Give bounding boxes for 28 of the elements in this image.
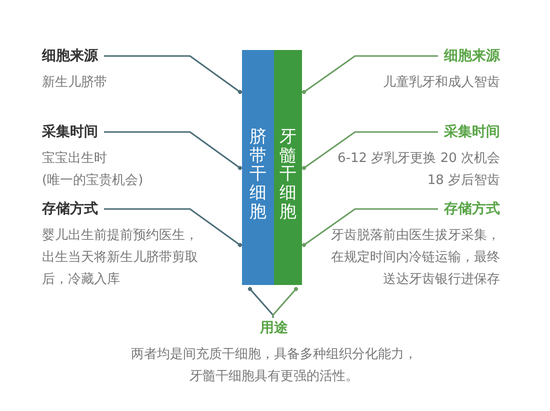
description: 6-12 岁乳牙更换 20 次机会 [336,150,500,168]
description: (唯一的宝贵机会) [42,172,144,190]
heading: 存储方式 [444,200,500,219]
description: 新生儿脐带 [42,74,108,92]
heading: 采集时间 [444,123,500,142]
description: 儿童乳牙和成人智齿 [382,74,500,92]
bar-label: 牙髓干细胞 [280,128,296,222]
heading: 用途 [260,319,288,338]
description: 两者均是间充质干细胞，具备多种组织分化能力，牙髓干细胞具有更强的活性。 [130,346,418,386]
heading: 细胞来源 [444,47,500,66]
heading: 细胞来源 [42,47,98,66]
stem-cell-bar [274,50,302,285]
leader-line [302,208,438,247]
leader-line [104,208,242,247]
leader-line [302,55,438,94]
description: 18 岁后智齿 [426,172,500,190]
description: 牙齿脱落前由医生拔牙采集，在规定时间内冷链运输，最终送达牙齿银行进保存 [330,227,500,289]
heading: 采集时间 [42,123,98,142]
leader-line [302,131,438,170]
heading: 存储方式 [42,200,98,219]
description: 婴儿出生前提前预约医生，出生当天将新生儿脐带剪取后，冷藏入库 [42,227,199,289]
leader-line [104,55,242,94]
leader-line [272,287,298,318]
description: 宝宝出生时 [42,150,108,168]
leader-line [104,131,242,170]
stem-cell-bar [242,50,274,285]
bar-label: 脐带干细胞 [250,128,266,222]
leader-line [248,287,274,318]
